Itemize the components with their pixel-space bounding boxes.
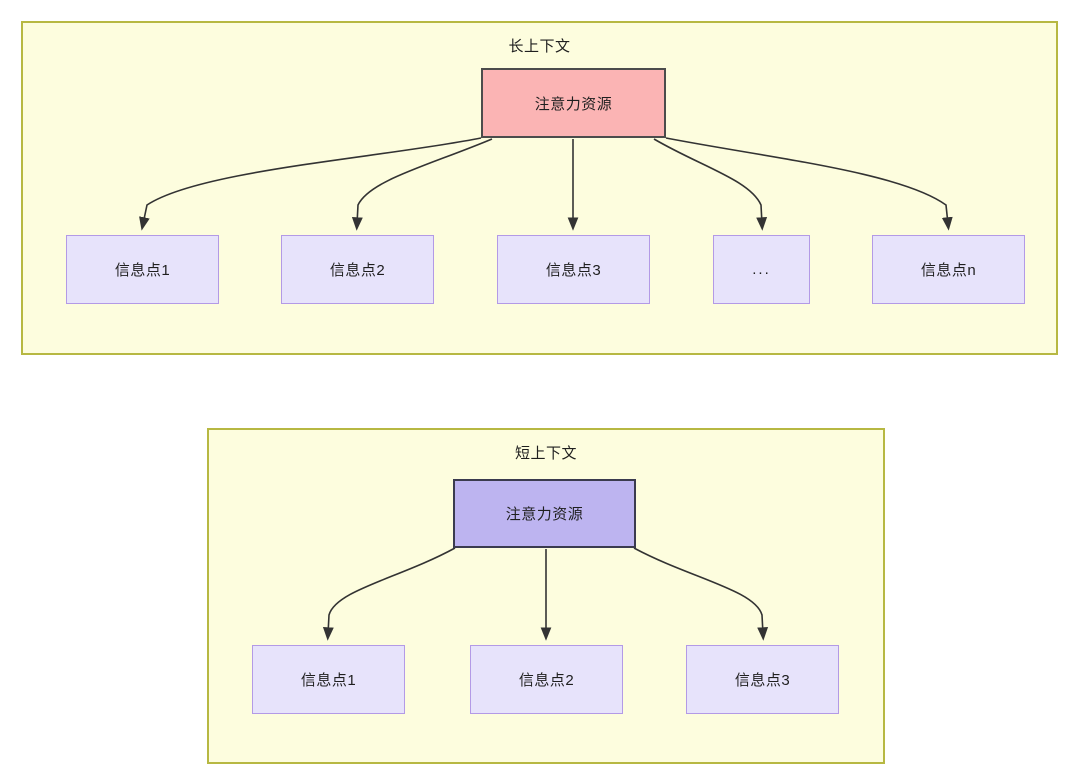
node-info-point-short-1[interactable]: 信息点1 [252, 645, 405, 714]
node-attention-resource-long[interactable]: 注意力资源 [481, 68, 666, 138]
panel-short-context-title: 短上下文 [514, 445, 577, 462]
node-info-point-long-3[interactable]: 信息点3 [497, 235, 650, 304]
node-info-point-long-1[interactable]: 信息点1 [66, 235, 219, 304]
node-info-point-short-2[interactable]: 信息点2 [470, 645, 623, 714]
node-info-point-short-3[interactable]: 信息点3 [686, 645, 839, 714]
node-info-point-long-n[interactable]: 信息点n [872, 235, 1025, 304]
panel-long-context-title: 长上下文 [508, 38, 571, 55]
node-attention-resource-short[interactable]: 注意力资源 [453, 479, 636, 548]
node-info-point-long-2[interactable]: 信息点2 [281, 235, 434, 304]
node-info-point-long-ellipsis[interactable]: ... [713, 235, 810, 304]
